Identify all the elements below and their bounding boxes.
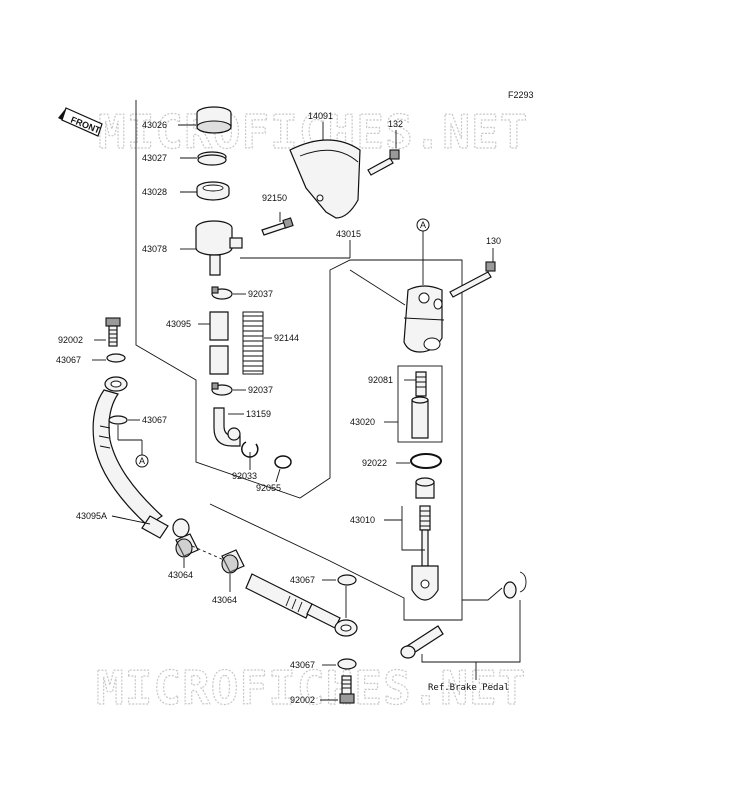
cotter-pin — [503, 571, 527, 599]
reservoir-cap — [196, 106, 232, 134]
bolt-132 — [367, 149, 400, 176]
master-cylinder-body — [403, 285, 445, 353]
label-132: 132 — [388, 119, 403, 129]
label-43078: 43078 — [142, 244, 167, 254]
svg-text:A: A — [139, 456, 145, 466]
label-43010: 43010 — [350, 515, 375, 525]
circlip-92022 — [410, 453, 442, 469]
grommet-43064-b — [221, 549, 245, 574]
elbow-13159 — [213, 407, 241, 447]
cover-14091 — [289, 139, 361, 219]
clamp-92037-bottom — [211, 382, 233, 396]
brake-hose-43095A — [92, 376, 190, 539]
label-92037-bottom: 92037 — [248, 385, 273, 395]
spring-92144 — [242, 311, 264, 375]
circlip-92033 — [241, 441, 259, 458]
screw-92150 — [261, 217, 294, 236]
label-43064-a: 43064 — [168, 570, 193, 580]
label-43067-c: 43067 — [290, 575, 315, 585]
push-rod-43010 — [411, 477, 439, 601]
label-92081: 92081 — [368, 375, 393, 385]
label-14091: 14091 — [308, 111, 333, 121]
diaphragm — [196, 181, 230, 201]
clevis-pin — [400, 625, 444, 659]
ref-marker-a-left: A — [135, 454, 149, 468]
grommet-43064-a — [175, 533, 199, 558]
o-ring-92055 — [274, 455, 292, 469]
label-43067-a: 43067 — [56, 355, 81, 365]
label-43020: 43020 — [350, 417, 375, 427]
banjo-bolt-top — [105, 317, 121, 347]
diaphragm-plate — [197, 151, 227, 166]
label-92037-top: 92037 — [248, 289, 273, 299]
label-92055: 92055 — [256, 483, 281, 493]
banjo-bolt-bottom — [339, 675, 355, 704]
hose-lower-fitting — [245, 573, 358, 637]
svg-text:A: A — [420, 220, 426, 230]
clamp-92037-top — [211, 286, 233, 300]
label-43067-b: 43067 — [142, 415, 167, 425]
reservoir-tank — [195, 220, 243, 276]
piston-kit-bracket — [397, 365, 443, 443]
label-13159: 13159 — [246, 409, 271, 419]
label-43027: 43027 — [142, 153, 167, 163]
washer-43067-b — [108, 415, 128, 425]
label-92022: 92022 — [362, 458, 387, 468]
piston-kit-43020 — [411, 371, 429, 439]
washer-43067-d — [337, 658, 357, 670]
label-43015: 43015 — [336, 229, 361, 239]
reservoir-hose — [209, 311, 229, 375]
label-43067-d: 43067 — [290, 660, 315, 670]
label-43026: 43026 — [142, 120, 167, 130]
label-92150: 92150 — [262, 193, 287, 203]
label-43028: 43028 — [142, 187, 167, 197]
label-43095A: 43095A — [76, 511, 107, 521]
ref-marker-a-top: A — [416, 218, 430, 232]
washer-43067-c — [337, 574, 357, 586]
washer-43067-a — [106, 353, 126, 363]
label-92002-top: 92002 — [58, 335, 83, 345]
label-43064-b: 43064 — [212, 595, 237, 605]
front-arrow-icon: FRONT — [58, 107, 103, 137]
figure-code: F2293 — [508, 90, 534, 100]
label-130: 130 — [486, 236, 501, 246]
watermark-bottom: MICROFICHES.NET — [96, 661, 526, 715]
bolt-130 — [449, 261, 496, 298]
ref-brake-pedal-note: Ref.Brake Pedal — [428, 683, 509, 693]
label-43095: 43095 — [166, 319, 191, 329]
label-92033: 92033 — [232, 471, 257, 481]
label-92144: 92144 — [274, 333, 299, 343]
label-92002-bottom: 92002 — [290, 695, 315, 705]
